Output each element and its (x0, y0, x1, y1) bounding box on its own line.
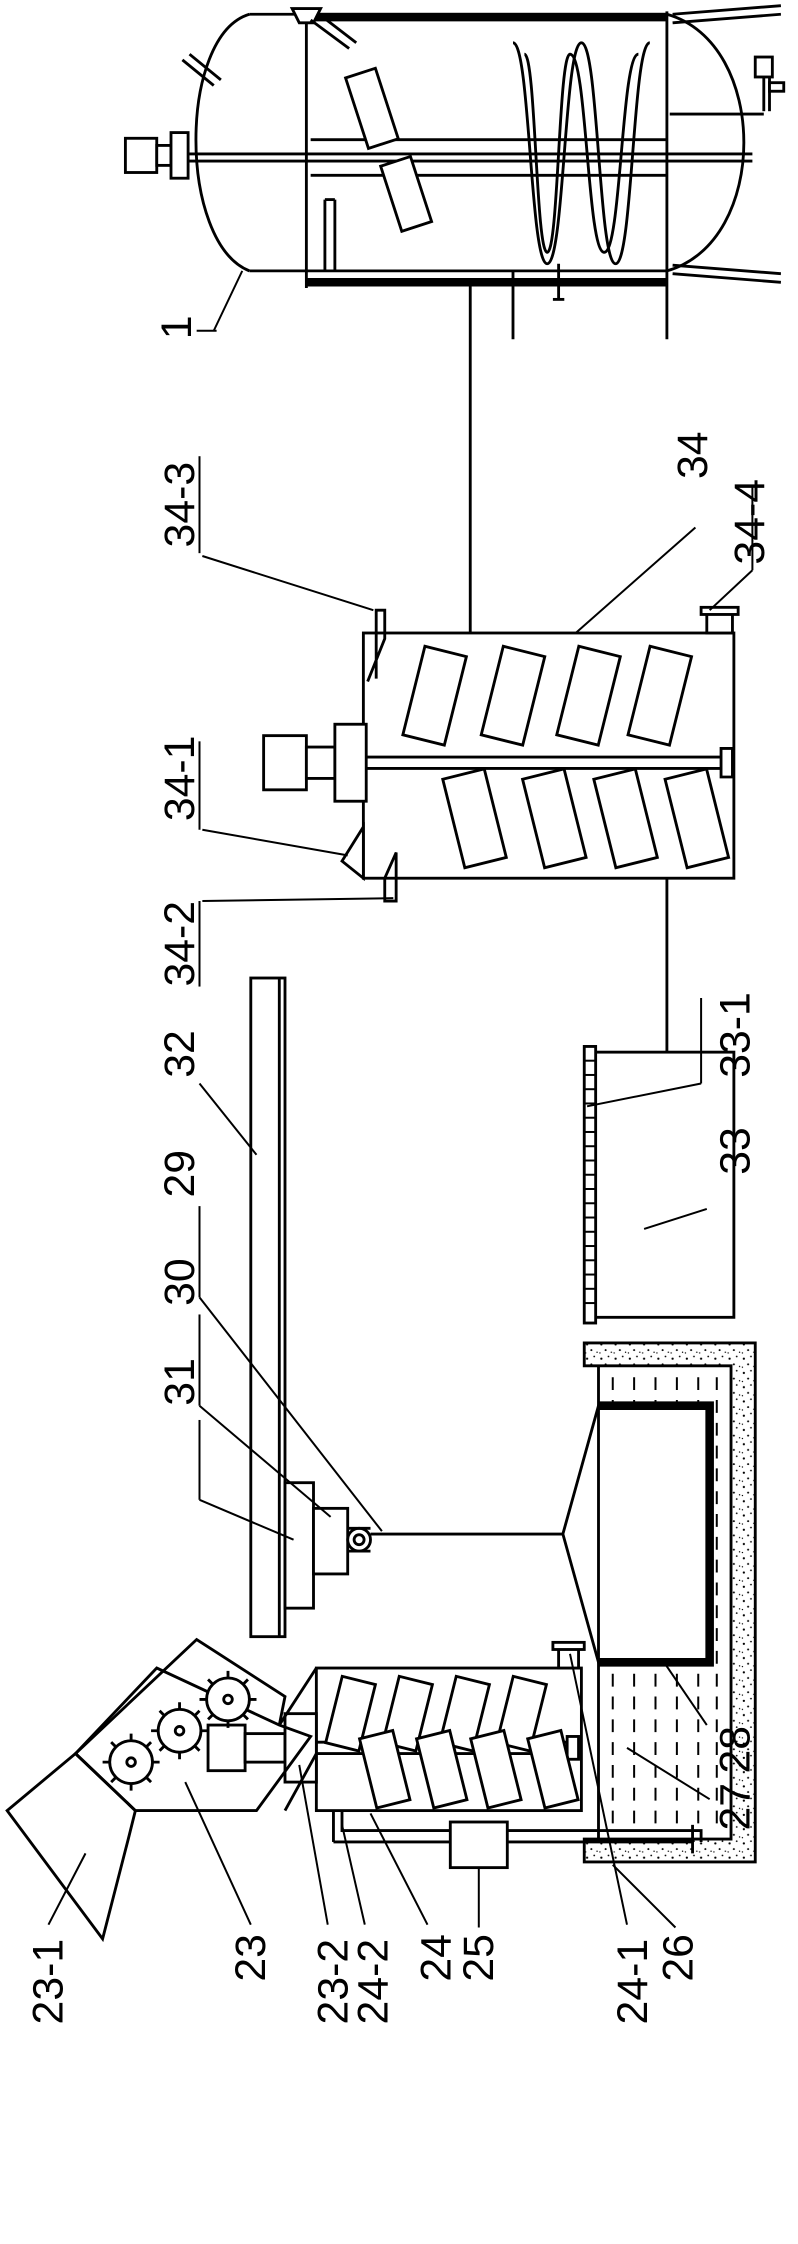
motor-31 (283, 1481, 315, 1610)
mixer-24-port-24-1 (557, 1646, 580, 1670)
mixer-34-upper-blades (401, 644, 694, 747)
label-24: 24 (412, 1934, 460, 1982)
crusher-23 (5, 1637, 318, 1943)
label-28: 28 (712, 1726, 760, 1774)
drive-unit-30-31 (283, 1481, 563, 1610)
mixer-24-motor (206, 1723, 247, 1773)
crusher-rollers (102, 1670, 257, 1791)
label-29: 29 (156, 1150, 204, 1198)
reactor-blade-2 (378, 154, 434, 234)
leader-lines (47, 270, 754, 1929)
water-bath-26 (561, 1341, 757, 1864)
mixer-34-outlet-34-3 (366, 608, 387, 682)
label-34-4: 34-4 (726, 479, 774, 565)
label-24-2: 24-2 (350, 1939, 398, 2025)
label-30: 30 (156, 1258, 204, 1306)
label-27: 27 (712, 1783, 760, 1831)
conveyor-32 (249, 976, 287, 1639)
label-34: 34 (669, 431, 717, 479)
mixer-34-hopper-34-1 (340, 821, 365, 882)
label-24-1: 24-1 (609, 1939, 657, 2025)
reactor-1 (123, 4, 786, 633)
label-25: 25 (455, 1934, 503, 1982)
reactor-upper-head (194, 12, 250, 273)
reactor-blade-1 (343, 66, 401, 151)
bath-insulation (582, 1341, 757, 1864)
mixer-34-lower-blades (441, 767, 731, 870)
label-23-2: 23-2 (310, 1939, 358, 2025)
component-labels: 1 34 34-3 34-4 34-1 34-2 32 33-1 33 29 3… (25, 316, 774, 2025)
label-23: 23 (227, 1934, 275, 1982)
label-23-1: 23-1 (25, 1939, 73, 2025)
reactor-valve (753, 55, 774, 79)
reactor-motor (123, 136, 159, 174)
cooler-33-screen (582, 1045, 598, 1325)
label-33: 33 (712, 1127, 760, 1175)
mixer-34-motor (262, 734, 308, 792)
label-34-3: 34-3 (156, 462, 204, 548)
pump-25 (448, 1820, 509, 1870)
cooler-33 (582, 1045, 736, 1325)
mixer-24-lower-blades (357, 1728, 580, 1810)
reactor-heating-coil (511, 41, 652, 266)
label-32: 32 (156, 1030, 204, 1078)
mixer-34 (262, 605, 740, 1053)
label-34-2: 34-2 (156, 901, 204, 987)
mixer-24-upper-blades (323, 1674, 549, 1753)
hopper-23-1 (5, 1751, 137, 1943)
label-31: 31 (156, 1358, 204, 1406)
reactor-lower-head (666, 12, 746, 273)
label-34-1: 34-1 (156, 736, 204, 822)
label-26: 26 (655, 1934, 703, 1982)
label-1: 1 (153, 316, 201, 340)
pipe-24-2 (340, 1810, 703, 1842)
mold-28 (561, 1404, 712, 1664)
mixer-34-nozzle-34-2 (383, 851, 398, 903)
gearbox-30 (312, 1506, 350, 1576)
mixer-24 (206, 1640, 703, 1870)
label-33-1: 33-1 (712, 992, 760, 1078)
